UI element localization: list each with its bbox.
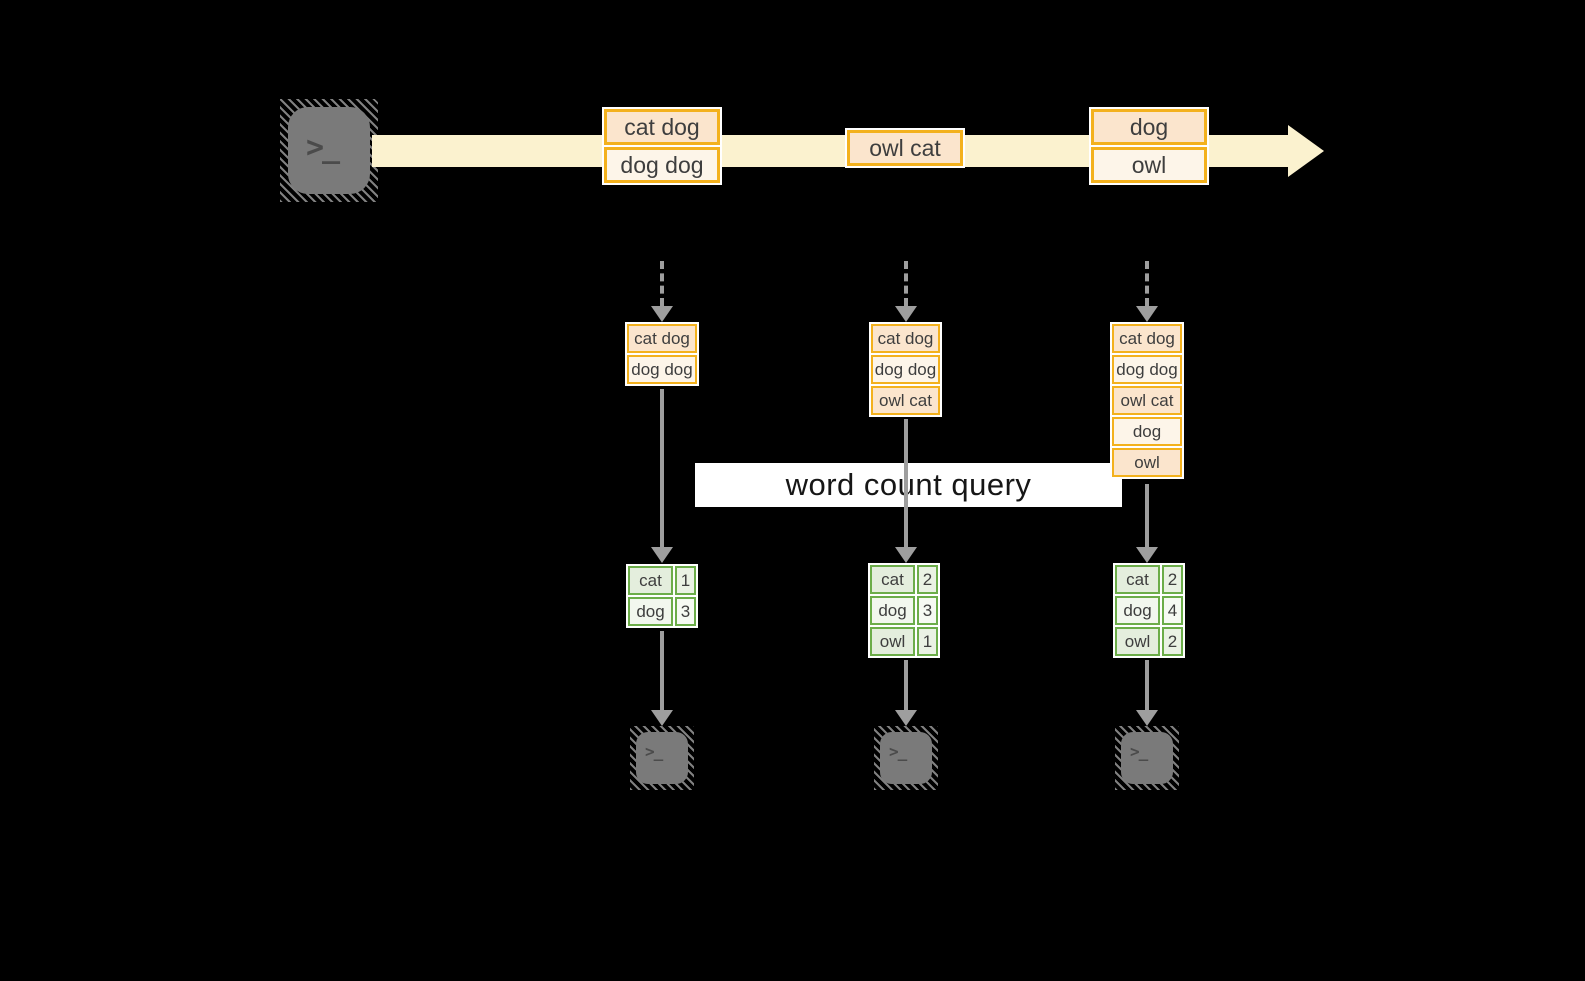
event-line: dog dog (604, 147, 720, 183)
wordcount-table-2: cat 2 dog 3 owl 1 (868, 563, 940, 658)
output-arrow-head (1136, 710, 1158, 726)
state-line: dog dog (627, 355, 697, 384)
word-cell: dog (870, 596, 915, 625)
query-arrow-line (1145, 484, 1149, 547)
output-terminal-icon-1: >_ (630, 726, 694, 790)
dashed-arrow-head (651, 306, 673, 322)
dashed-arrow-line (1145, 261, 1149, 306)
state-line: owl cat (1112, 386, 1182, 415)
source-terminal-icon: >_ (280, 99, 378, 202)
terminal-icon: >_ (288, 107, 370, 194)
count-cell: 2 (1162, 627, 1183, 656)
accumulated-state-2: cat dog dog dog owl cat (869, 322, 942, 417)
query-banner: word count query (695, 463, 1122, 507)
stream-event-batch-1: cat dog dog dog (602, 107, 722, 185)
dashed-arrow-line (660, 261, 664, 306)
wordcount-table-3: cat 2 dog 4 owl 2 (1113, 563, 1185, 658)
count-cell: 1 (917, 627, 938, 656)
state-line: cat dog (627, 324, 697, 353)
dashed-arrow-head (895, 306, 917, 322)
accumulated-state-1: cat dog dog dog (625, 322, 699, 386)
query-arrow-head (651, 547, 673, 563)
state-line: owl cat (871, 386, 940, 415)
terminal-icon: >_ (880, 732, 932, 784)
state-line: cat dog (871, 324, 940, 353)
query-arrow-line (660, 389, 664, 547)
query-arrow-head (1136, 547, 1158, 563)
query-arrow-head (895, 547, 917, 563)
state-line: dog (1112, 417, 1182, 446)
stream-event-batch-2: owl cat (845, 128, 965, 168)
output-arrow-line (904, 660, 908, 710)
terminal-icon: >_ (636, 732, 688, 784)
dashed-arrow-head (1136, 306, 1158, 322)
terminal-icon: >_ (1121, 732, 1173, 784)
event-line: owl (1091, 147, 1207, 183)
output-arrow-line (660, 631, 664, 710)
wordcount-table-1: cat 1 dog 3 (626, 564, 698, 628)
state-line: dog dog (1112, 355, 1182, 384)
query-arrow-line (904, 419, 908, 547)
state-line: owl (1112, 448, 1182, 477)
state-line: dog dog (871, 355, 940, 384)
word-cell: cat (1115, 565, 1160, 594)
stream-event-batch-3: dog owl (1089, 107, 1209, 185)
count-cell: 3 (675, 597, 696, 626)
terminal-prompt-glyph: >_ (306, 130, 340, 165)
event-line: owl cat (847, 130, 963, 166)
word-cell: owl (1115, 627, 1160, 656)
accumulated-state-3: cat dog dog dog owl cat dog owl (1110, 322, 1184, 479)
event-line: cat dog (604, 109, 720, 145)
count-cell: 1 (675, 566, 696, 595)
word-cell: dog (1115, 596, 1160, 625)
terminal-prompt-glyph: >_ (645, 742, 663, 761)
event-line: dog (1091, 109, 1207, 145)
output-terminal-icon-2: >_ (874, 726, 938, 790)
output-arrow-line (1145, 660, 1149, 710)
dashed-arrow-line (904, 261, 908, 306)
query-banner-label: word count query (785, 467, 1032, 502)
count-cell: 4 (1162, 596, 1183, 625)
word-cell: owl (870, 627, 915, 656)
word-cell: cat (870, 565, 915, 594)
terminal-prompt-glyph: >_ (1130, 742, 1148, 761)
stream-arrowhead (1288, 125, 1324, 177)
state-line: cat dog (1112, 324, 1182, 353)
word-cell: cat (628, 566, 673, 595)
output-terminal-icon-3: >_ (1115, 726, 1179, 790)
count-cell: 2 (1162, 565, 1183, 594)
terminal-prompt-glyph: >_ (889, 742, 907, 761)
word-cell: dog (628, 597, 673, 626)
count-cell: 2 (917, 565, 938, 594)
output-arrow-head (895, 710, 917, 726)
count-cell: 3 (917, 596, 938, 625)
output-arrow-head (651, 710, 673, 726)
